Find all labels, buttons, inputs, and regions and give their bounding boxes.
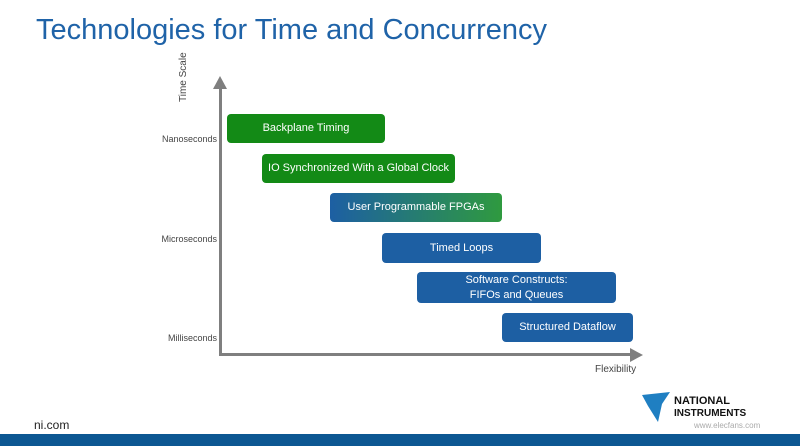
eagle-icon: NATIONAL INSTRUMENTS www.elecfans.com [642,392,761,430]
box-label: IO Synchronized With a Global Clock [268,162,449,174]
box-label: Backplane Timing [262,122,350,134]
footer-bar [0,434,800,446]
y-axis-label: Time Scale [178,52,189,102]
tick-nanoseconds: Nanoseconds [161,134,217,144]
svg-text:INSTRUMENTS: INSTRUMENTS [674,408,747,419]
svg-text:NATIONAL: NATIONAL [674,395,730,407]
x-axis-arrow [630,348,643,362]
box-label-line1: Software Constructs: [465,273,568,286]
box-label: Timed Loops [429,241,494,254]
box-label: User Programmable FPGAs [347,201,485,213]
svg-text:www.elecfans.com: www.elecfans.com [693,421,761,430]
y-axis-arrow [213,76,227,89]
box-label: Structured Dataflow [519,321,616,333]
footer-url: ni.com [34,418,70,432]
ni-logo: NATIONAL INSTRUMENTS www.elecfans.com [640,390,790,430]
box-io-synchronized: IO Synchronized With a Global Clock [262,154,455,183]
tick-microseconds: Microseconds [161,234,217,244]
box-structured-dataflow: Structured Dataflow [502,313,633,342]
tick-milliseconds: Milliseconds [167,333,217,343]
slide-title: Technologies for Time and Concurrency [36,14,547,46]
box-fpgas: User Programmable FPGAs [330,193,502,222]
x-axis [219,353,631,356]
x-axis-label: Flexibility [595,364,637,375]
box-backplane-timing: Backplane Timing [227,114,385,143]
box-software-constructs: Software Constructs: FIFOs and Queues [417,272,616,303]
box-timed-loops: Timed Loops [382,233,541,263]
y-axis [219,88,222,356]
box-label-line2: FIFOs and Queues [469,288,564,301]
